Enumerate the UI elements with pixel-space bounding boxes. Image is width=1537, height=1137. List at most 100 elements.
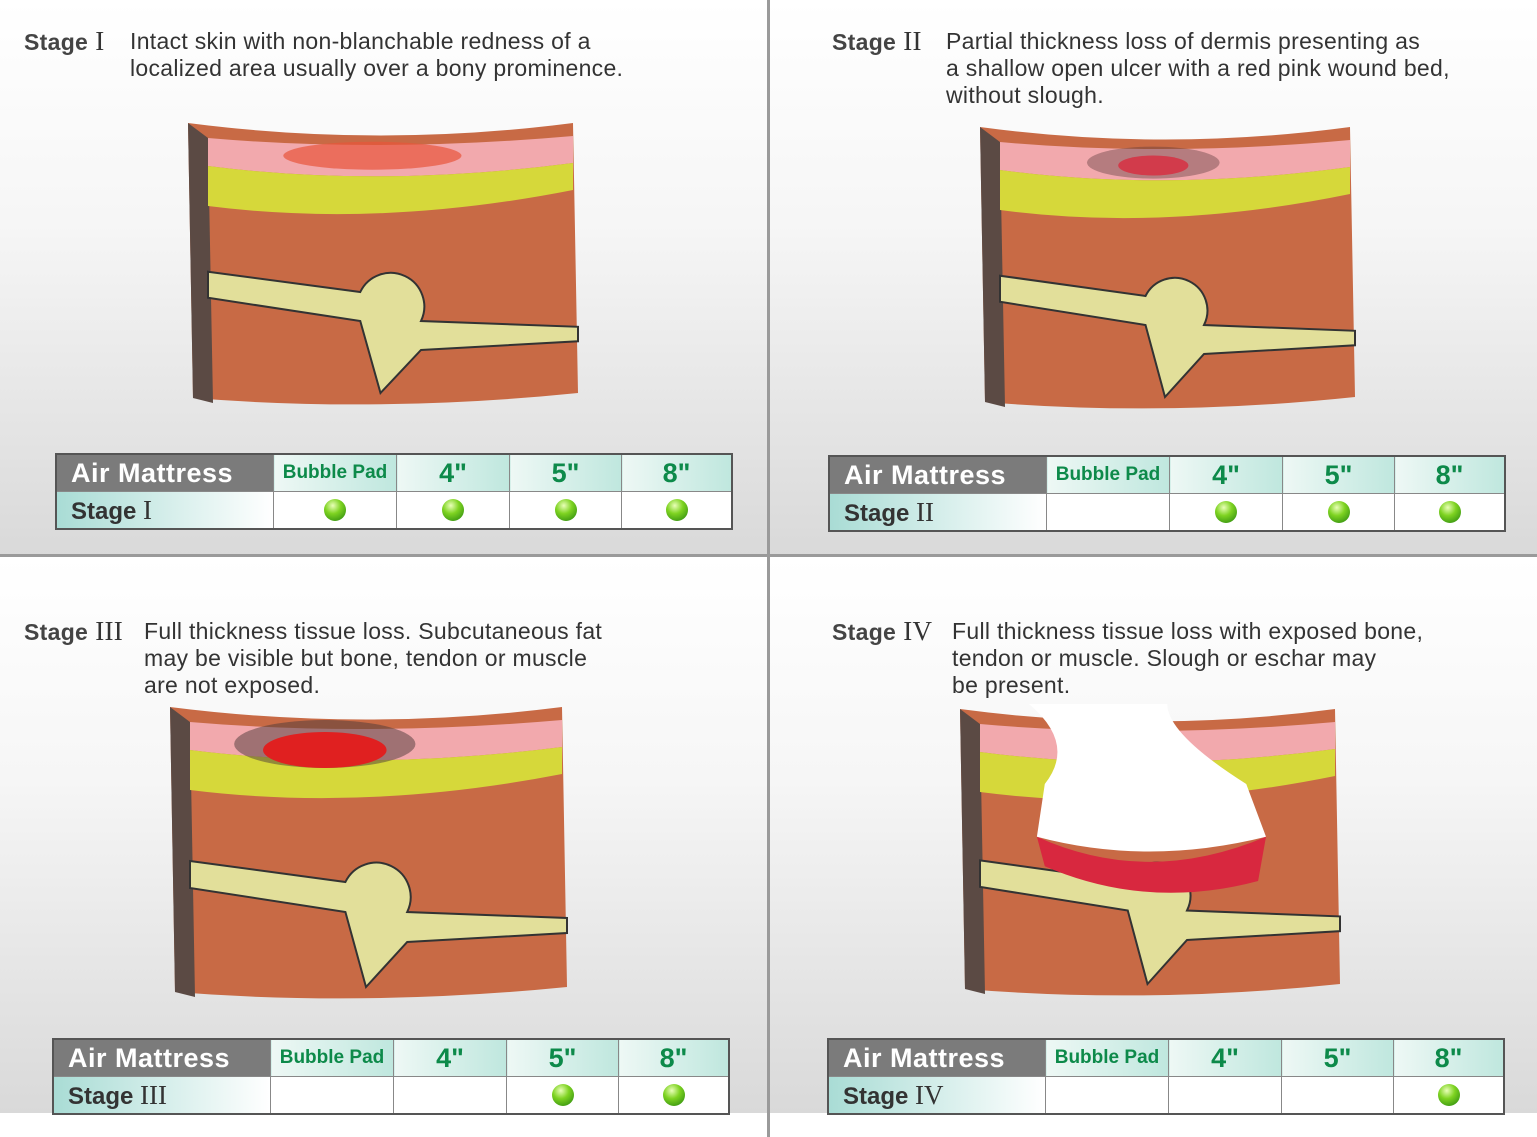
stage-numeral: III bbox=[88, 616, 124, 646]
row-stage-word: Stage bbox=[843, 1082, 916, 1110]
row-stage-numeral: IV bbox=[915, 1079, 944, 1110]
suitability-cell bbox=[1393, 1076, 1505, 1115]
suitability-cell bbox=[506, 1076, 619, 1115]
header-column: Bubble Pad bbox=[270, 1038, 394, 1077]
header-column: 8" bbox=[618, 1038, 730, 1077]
header-column: Bubble Pad bbox=[1046, 455, 1170, 494]
shallow-ulcer bbox=[1118, 155, 1189, 176]
header-column: 5" bbox=[1281, 1038, 1394, 1077]
suitability-cell bbox=[273, 491, 397, 530]
stage-word: Stage bbox=[24, 619, 89, 645]
row-stage-label: Stage II bbox=[828, 493, 1047, 532]
suitability-cell bbox=[1394, 493, 1506, 532]
header-column: 5" bbox=[506, 1038, 619, 1077]
header-column: Bubble Pad bbox=[273, 453, 397, 492]
fat-layer bbox=[208, 163, 573, 215]
bone bbox=[189, 859, 568, 990]
green-dot-icon bbox=[551, 1084, 574, 1106]
stage-word: Stage bbox=[832, 29, 897, 55]
table-stage-row: Stage I bbox=[55, 491, 733, 530]
redness-area bbox=[283, 141, 462, 170]
header-column: 5" bbox=[1282, 455, 1395, 494]
suitability-cell bbox=[1282, 493, 1395, 532]
bone bbox=[207, 270, 579, 395]
description-line: Full thickness tissue loss with exposed … bbox=[952, 618, 1424, 644]
row-stage-word: Stage bbox=[68, 1082, 141, 1110]
description-line: localized area usually over a bony promi… bbox=[130, 55, 624, 81]
tissue-illustration bbox=[970, 122, 1360, 417]
green-dot-icon bbox=[324, 499, 346, 521]
row-stage-label: Stage I bbox=[55, 491, 274, 530]
stage-description: Intact skin with non-blanchable redness … bbox=[130, 28, 623, 82]
row-stage-word: Stage bbox=[844, 499, 917, 527]
suitability-cell bbox=[1168, 1076, 1282, 1115]
stage-numeral: II bbox=[896, 26, 922, 56]
stage-numeral: I bbox=[88, 26, 105, 56]
header-column: 8" bbox=[1393, 1038, 1505, 1077]
header-column: 8" bbox=[1394, 455, 1506, 494]
description-line: a shallow open ulcer with a red pink wou… bbox=[946, 55, 1450, 81]
description-line: Full thickness tissue loss. Subcutaneous… bbox=[144, 618, 603, 644]
header-column: 5" bbox=[509, 453, 622, 492]
row-stage-numeral: I bbox=[143, 494, 153, 525]
header-column: 4" bbox=[1169, 455, 1283, 494]
stage-heading: Stage III Full thickness tissue loss. Sub… bbox=[24, 616, 602, 699]
suitability-cell bbox=[1045, 1076, 1169, 1115]
stage-heading: Stage IV Full thickness tissue loss with … bbox=[832, 616, 1423, 699]
row-stage-label: Stage III bbox=[52, 1076, 271, 1115]
suitability-cell bbox=[509, 491, 622, 530]
stage-description: Full thickness tissue loss with exposed … bbox=[952, 618, 1423, 699]
suitability-cell bbox=[270, 1076, 394, 1115]
row-stage-label: Stage IV bbox=[827, 1076, 1046, 1115]
row-stage-numeral: II bbox=[916, 496, 935, 527]
header-column: 4" bbox=[396, 453, 510, 492]
stage-description: Partial thickness loss of dermis present… bbox=[946, 28, 1450, 109]
green-dot-icon bbox=[662, 1084, 685, 1106]
suitability-cell bbox=[618, 1076, 730, 1115]
green-dot-icon bbox=[1215, 501, 1237, 523]
description-line: may be visible but bone, tendon or muscl… bbox=[144, 645, 588, 671]
description-line: be present. bbox=[952, 672, 1071, 698]
table-stage-row: Stage IV bbox=[827, 1076, 1505, 1115]
horizontal-divider bbox=[0, 554, 1537, 557]
crater-wound bbox=[1029, 704, 1266, 852]
header-column: 4" bbox=[393, 1038, 507, 1077]
stage-word: Stage bbox=[832, 619, 897, 645]
vertical-divider bbox=[767, 0, 770, 1137]
description-line: are not exposed. bbox=[144, 672, 321, 698]
suitability-cell bbox=[396, 491, 510, 530]
suitability-cell bbox=[1281, 1076, 1394, 1115]
tissue-illustration bbox=[950, 704, 1345, 1004]
header-column: 8" bbox=[621, 453, 733, 492]
suitability-cell bbox=[621, 491, 733, 530]
tissue-illustration bbox=[160, 702, 572, 1007]
green-dot-icon bbox=[442, 499, 464, 521]
header-air-mattress: Air Mattress bbox=[827, 1038, 1046, 1077]
stage-heading: Stage II Partial thickness loss of dermis… bbox=[832, 26, 1449, 109]
stage-numeral: IV bbox=[896, 616, 933, 646]
row-stage-numeral: III bbox=[140, 1079, 168, 1110]
suitability-cell bbox=[1046, 493, 1170, 532]
green-dot-icon bbox=[665, 499, 688, 521]
header-air-mattress: Air Mattress bbox=[828, 455, 1047, 494]
deep-ulcer bbox=[263, 732, 387, 768]
description-line: Intact skin with non-blanchable redness … bbox=[130, 28, 591, 54]
table-stage-row: Stage III bbox=[52, 1076, 730, 1115]
green-dot-icon bbox=[554, 499, 577, 521]
green-dot-icon bbox=[1327, 501, 1350, 523]
green-dot-icon bbox=[1437, 1084, 1460, 1106]
header-column: 4" bbox=[1168, 1038, 1282, 1077]
description-line: Partial thickness loss of dermis present… bbox=[946, 28, 1421, 54]
header-air-mattress: Air Mattress bbox=[52, 1038, 271, 1077]
green-dot-icon bbox=[1438, 501, 1461, 523]
description-line: without slough. bbox=[946, 82, 1104, 108]
bone bbox=[999, 274, 1356, 400]
header-air-mattress: Air Mattress bbox=[55, 453, 274, 492]
